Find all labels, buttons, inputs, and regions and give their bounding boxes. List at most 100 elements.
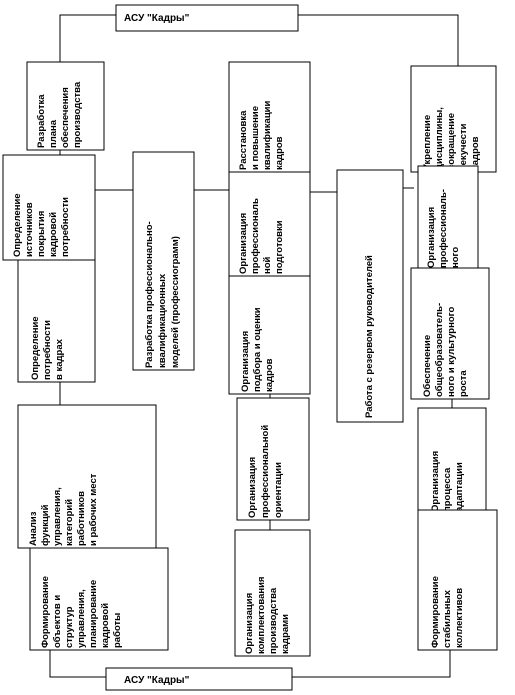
b-models-line: моделей (профессиограмм) <box>170 236 181 368</box>
b-culture-line: общеобразователь- <box>434 303 445 397</box>
b-need-line: в кадрах <box>54 338 65 380</box>
b-placement-line: кадров <box>274 136 285 170</box>
header-bottom-label: АСУ "Кадры" <box>124 675 190 686</box>
b-placement-line: и повышение <box>250 106 261 170</box>
header-bottom-box: АСУ "Кадры" <box>105 667 293 691</box>
header-top-label: АСУ "Кадры" <box>124 13 190 24</box>
b-stable-line: стабильных <box>442 589 453 648</box>
b-prof2-line: ного <box>450 247 461 268</box>
b-analysis-line: Анализ <box>28 511 39 546</box>
b-placement-line: Расстановка <box>238 110 249 170</box>
block-models: Разработка профессионально-квалификацион… <box>132 151 195 371</box>
b-need-line: потребности <box>42 320 53 380</box>
b-form-line: кадровой <box>100 603 111 648</box>
b-sources-line: покрытия <box>36 211 47 257</box>
b-sources-line: кадровой <box>48 212 59 257</box>
b-selection-line: кадров <box>264 358 275 392</box>
b-recruit-line: производства <box>268 587 279 654</box>
b-plan-line: обеспечения <box>60 87 71 148</box>
b-discipline-line: кадров <box>470 136 481 170</box>
b-training-line: профессиональ <box>250 198 261 274</box>
b-culture-line: Обеспечение <box>422 335 433 397</box>
b-analysis-line: работников <box>76 491 87 546</box>
b-sources-line: источников <box>24 202 35 257</box>
b-form-line: планирование <box>88 580 99 648</box>
b-recruit-line: кадрами <box>280 614 291 654</box>
b-orientation-line: ориентации <box>273 462 284 518</box>
connector-bottom-right <box>292 650 451 678</box>
b-stable-line: Формирование <box>430 576 441 648</box>
connector-top-right <box>298 14 459 66</box>
b-form-line: работы <box>112 613 123 648</box>
b-need-line: Определение <box>30 316 41 380</box>
block-reserve: Работа с резервом руководителей <box>336 169 404 423</box>
b-discipline-line: сокращение <box>446 113 457 170</box>
b-culture-line: ного и культурного <box>446 307 457 397</box>
b-adapt-line: процесса <box>442 467 453 512</box>
b-analysis-line: функций <box>40 504 51 546</box>
b-models-line: квалификационных <box>157 273 168 368</box>
b-form-line: Формирование <box>40 576 51 648</box>
b-prof2-line: Организация <box>426 207 437 268</box>
b-stable-line: коллективов <box>454 588 465 648</box>
block-models-text: Разработка профессионально-квалификацион… <box>144 221 181 368</box>
b-plan-line: плана <box>48 119 59 148</box>
b-orientation-line: Организация <box>247 457 258 518</box>
b-placement-line: квалификации <box>262 101 273 170</box>
b-orientation-line: профессиональной <box>260 425 271 518</box>
b-analysis-line: управления, <box>52 487 63 546</box>
b-culture-line: роста <box>458 370 469 397</box>
b-discipline-line: текучести <box>458 123 469 170</box>
b-training-line: ной <box>262 256 273 274</box>
connector-bottom-left <box>49 650 106 678</box>
b-selection-line: Организация <box>240 331 251 392</box>
b-plan-line: Разработка <box>36 94 47 148</box>
b-plan-line: производства <box>72 81 83 148</box>
b-analysis-line: и рабочих мест <box>88 473 99 546</box>
b-sources-line: потребности <box>60 197 71 257</box>
b-sources-line: Определение <box>12 193 23 257</box>
b-training-line: Организация <box>238 213 249 274</box>
b-recruit-line: Организация <box>244 593 255 654</box>
b-analysis-line: категорий <box>64 499 75 546</box>
b-form-line: управления, <box>76 589 87 648</box>
b-discipline-line: Укрепление <box>422 115 433 170</box>
b-form-line: структур <box>64 606 75 648</box>
connector-top-left <box>59 14 116 68</box>
b-form-line: объектов и <box>52 595 63 648</box>
b-models-line: Разработка профессионально- <box>144 221 155 368</box>
b-adapt-line: Организация <box>430 451 441 512</box>
b-recruit-line: комплектования <box>256 577 267 654</box>
header-top-box: АСУ "Кадры" <box>115 4 299 32</box>
b-selection-line: подбора и оценки <box>252 307 263 392</box>
b-discipline-line: дисциплины, <box>434 107 445 170</box>
b-adapt-line: адаптации <box>454 462 465 512</box>
